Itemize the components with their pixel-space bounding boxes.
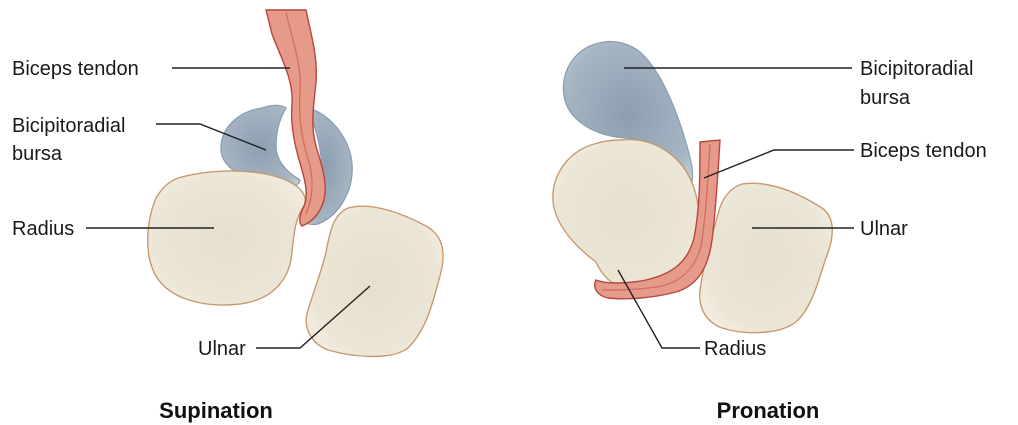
pronation-panel: Bicipitoradial bursa Biceps tendon Ulnar… — [553, 41, 987, 423]
supination-ulnar-bone — [306, 206, 443, 356]
supination-panel: Biceps tendon Bicipitoradial bursa Radiu… — [12, 10, 443, 423]
supination-bursa-label-line2: bursa — [12, 143, 63, 165]
supination-ulnar-label: Ulnar — [198, 338, 246, 360]
supination-caption: Supination — [159, 398, 273, 423]
pronation-bursa-label-line1: Bicipitoradial — [860, 58, 973, 80]
pronation-caption: Pronation — [717, 398, 820, 423]
pronation-ulnar-bone — [700, 183, 833, 332]
supination-radius-bone — [148, 171, 306, 305]
pronation-radius-label: Radius — [704, 338, 766, 360]
pronation-biceps-tendon-label: Biceps tendon — [860, 140, 987, 162]
supination-biceps-tendon-label: Biceps tendon — [12, 58, 139, 80]
supination-bursa-label-line1: Bicipitoradial — [12, 115, 125, 137]
pronation-ulnar-label: Ulnar — [860, 218, 908, 240]
supination-radius-label: Radius — [12, 218, 74, 240]
pronation-bursa-label-line2: bursa — [860, 87, 911, 109]
pronation-biceps-tendon-leader — [704, 150, 854, 178]
